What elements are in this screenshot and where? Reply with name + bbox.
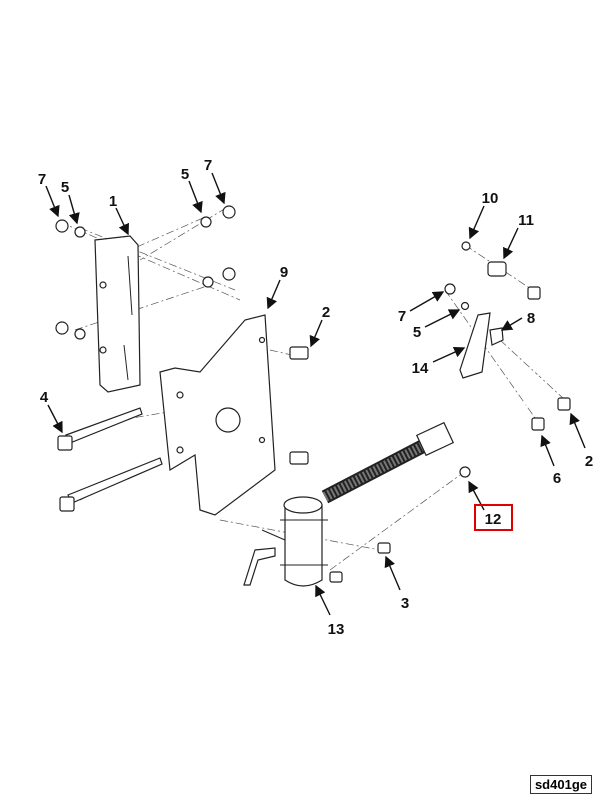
callout-6[interactable]: 6: [553, 470, 561, 487]
callout-arrows: [45, 172, 586, 616]
callout-1[interactable]: 1: [109, 193, 117, 210]
callout-14[interactable]: 14: [412, 360, 429, 377]
callout-8[interactable]: 8: [527, 310, 535, 327]
callout-7[interactable]: 7: [398, 308, 406, 325]
callout-10[interactable]: 10: [482, 190, 499, 207]
receiver-drier-13: [243, 496, 391, 587]
callout-2[interactable]: 2: [585, 453, 593, 470]
callout-5[interactable]: 5: [181, 166, 189, 183]
figure-id: sd401ge: [529, 775, 592, 794]
callout-labels: 7 5 1 5 7 9 2 4 10 11 7 5 8 14 2 6 12 3 …: [38, 157, 593, 638]
bolts-4: [57, 407, 163, 512]
nuts-washers: [55, 205, 309, 465]
callout-4[interactable]: 4: [40, 389, 49, 406]
highlight-box: [474, 504, 513, 531]
callout-9[interactable]: 9: [280, 264, 288, 281]
callout-11[interactable]: 11: [518, 212, 534, 229]
callout-5[interactable]: 5: [413, 324, 421, 341]
callout-3[interactable]: 3: [401, 595, 409, 612]
callout-5[interactable]: 5: [61, 179, 69, 196]
bracket-9: [159, 314, 276, 516]
bracket-1: [94, 235, 141, 393]
callout-7[interactable]: 7: [204, 157, 212, 174]
tube-12: [459, 286, 550, 479]
hose-assembly: [321, 421, 455, 504]
callout-2[interactable]: 2: [322, 304, 330, 321]
callout-12-highlighted[interactable]: 12: [485, 511, 502, 528]
right-hardware: [444, 241, 571, 431]
callout-7[interactable]: 7: [38, 171, 46, 188]
callout-13[interactable]: 13: [328, 621, 345, 638]
